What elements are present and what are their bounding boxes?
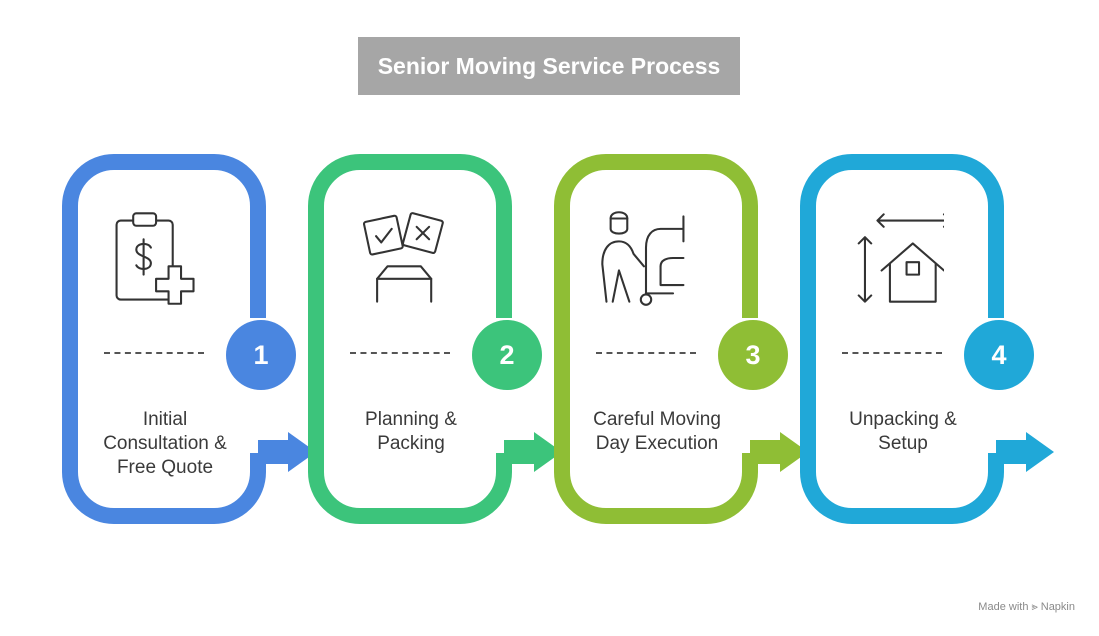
step-number-badge: 1 — [226, 320, 296, 390]
house-dimensions-icon — [857, 213, 944, 303]
step-number-badge: 4 — [964, 320, 1034, 390]
page-title: Senior Moving Service Process — [358, 37, 740, 95]
dashed-divider — [350, 352, 450, 354]
step-frame — [308, 154, 562, 524]
step-1: 1 Initial Consultation & Free Quote — [62, 154, 316, 526]
mover-dolly-icon — [601, 211, 685, 306]
step-frame — [554, 154, 808, 524]
step-label: Planning & Packing — [365, 409, 457, 454]
step-number-badge: 2 — [472, 320, 542, 390]
checklist-box-icon — [362, 212, 444, 303]
dashed-divider — [104, 352, 204, 354]
made-with-napkin-footer[interactable]: Made with ⪢ Napkin — [978, 601, 1075, 613]
step-label: Careful Moving Day Execution — [593, 409, 721, 454]
clipboard-dollar-plus-icon — [115, 212, 195, 305]
step-frame — [62, 154, 316, 524]
step-label: Initial Consultation & Free Quote — [103, 409, 227, 478]
step-frame — [800, 154, 1054, 524]
step-number-badge: 3 — [718, 320, 788, 390]
dashed-divider — [842, 352, 942, 354]
dashed-divider — [596, 352, 696, 354]
step-4: 4 Unpacking & Setup — [800, 154, 1054, 526]
step-3: 3 Careful Moving Day Execution — [554, 154, 808, 526]
step-2: 2 Planning & Packing — [308, 154, 562, 526]
step-label: Unpacking & Setup — [849, 409, 957, 454]
